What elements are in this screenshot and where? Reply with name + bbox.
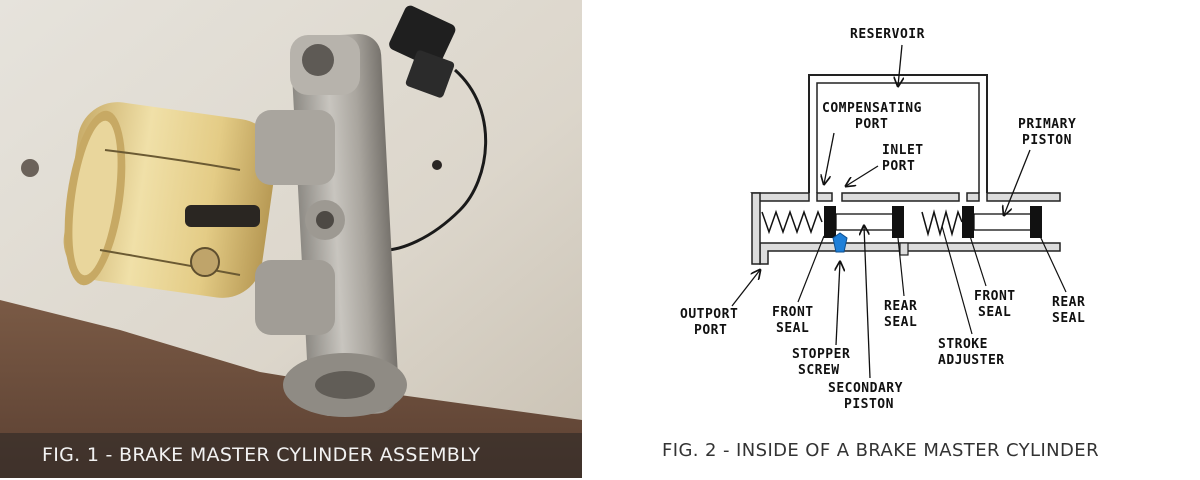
label-primary-piston-2: PISTON [1022,133,1072,148]
board-hole [21,159,39,177]
label-front-seal-left-2: SEAL [776,321,809,336]
stopper-screw [832,232,848,253]
secondary-spring [761,209,823,235]
label-rear-seal-right-2: SEAL [1052,311,1085,326]
primary-spring [921,209,963,237]
label-stroke-adjuster-1: STROKE [938,337,988,352]
secondary-piston [824,206,904,238]
fluid-reservoir [63,102,277,298]
label-stopper-screw-1: STOPPER [792,347,850,362]
label-rear-seal-left-2: SEAL [884,315,917,330]
figure-1-photo: FIG. 1 - BRAKE MASTER CYLINDER ASSEMBLY [0,0,582,478]
label-primary-piston-1: PRIMARY [1018,117,1076,132]
board-screw [432,160,442,170]
cylinder-body [255,34,407,417]
sensor-wire [384,68,488,252]
label-reservoir: RESERVOIR [850,27,925,42]
label-rear-seal-right-1: REAR [1052,295,1085,310]
label-outport-port-2: PORT [694,323,727,338]
figure-2-caption: FIG. 2 - INSIDE OF A BRAKE MASTER CYLIND… [662,440,1099,461]
label-compensating-port-1: COMPENSATING [822,101,922,116]
label-inlet-port-1: INLET [882,143,924,158]
label-compensating-port-2: PORT [855,117,888,132]
label-stopper-screw-2: SCREW [798,363,840,378]
sensor-connector [389,5,456,98]
primary-piston [962,206,1042,238]
label-front-seal-left-1: FRONT [772,305,814,320]
label-secondary-piston-1: SECONDARY [828,381,903,396]
label-secondary-piston-2: PISTON [844,397,894,412]
master-cylinder-cross-section: RESERVOIR COMPENSATING PORT INLET PORT P… [680,27,1085,412]
figure-1-caption: FIG. 1 - BRAKE MASTER CYLINDER ASSEMBLY [0,433,582,478]
label-stroke-adjuster-2: ADJUSTER [938,353,1005,368]
label-front-seal-right-2: SEAL [978,305,1011,320]
label-front-seal-right-1: FRONT [974,289,1016,304]
label-outport-port-1: OUTPORT [680,307,738,322]
label-rear-seal-left-1: REAR [884,299,917,314]
label-inlet-port-2: PORT [882,159,915,174]
figure-2-diagram: RESERVOIR COMPENSATING PORT INLET PORT P… [582,0,1200,480]
reservoir-shape [808,74,988,193]
brake-master-cylinder-photo [0,0,582,478]
